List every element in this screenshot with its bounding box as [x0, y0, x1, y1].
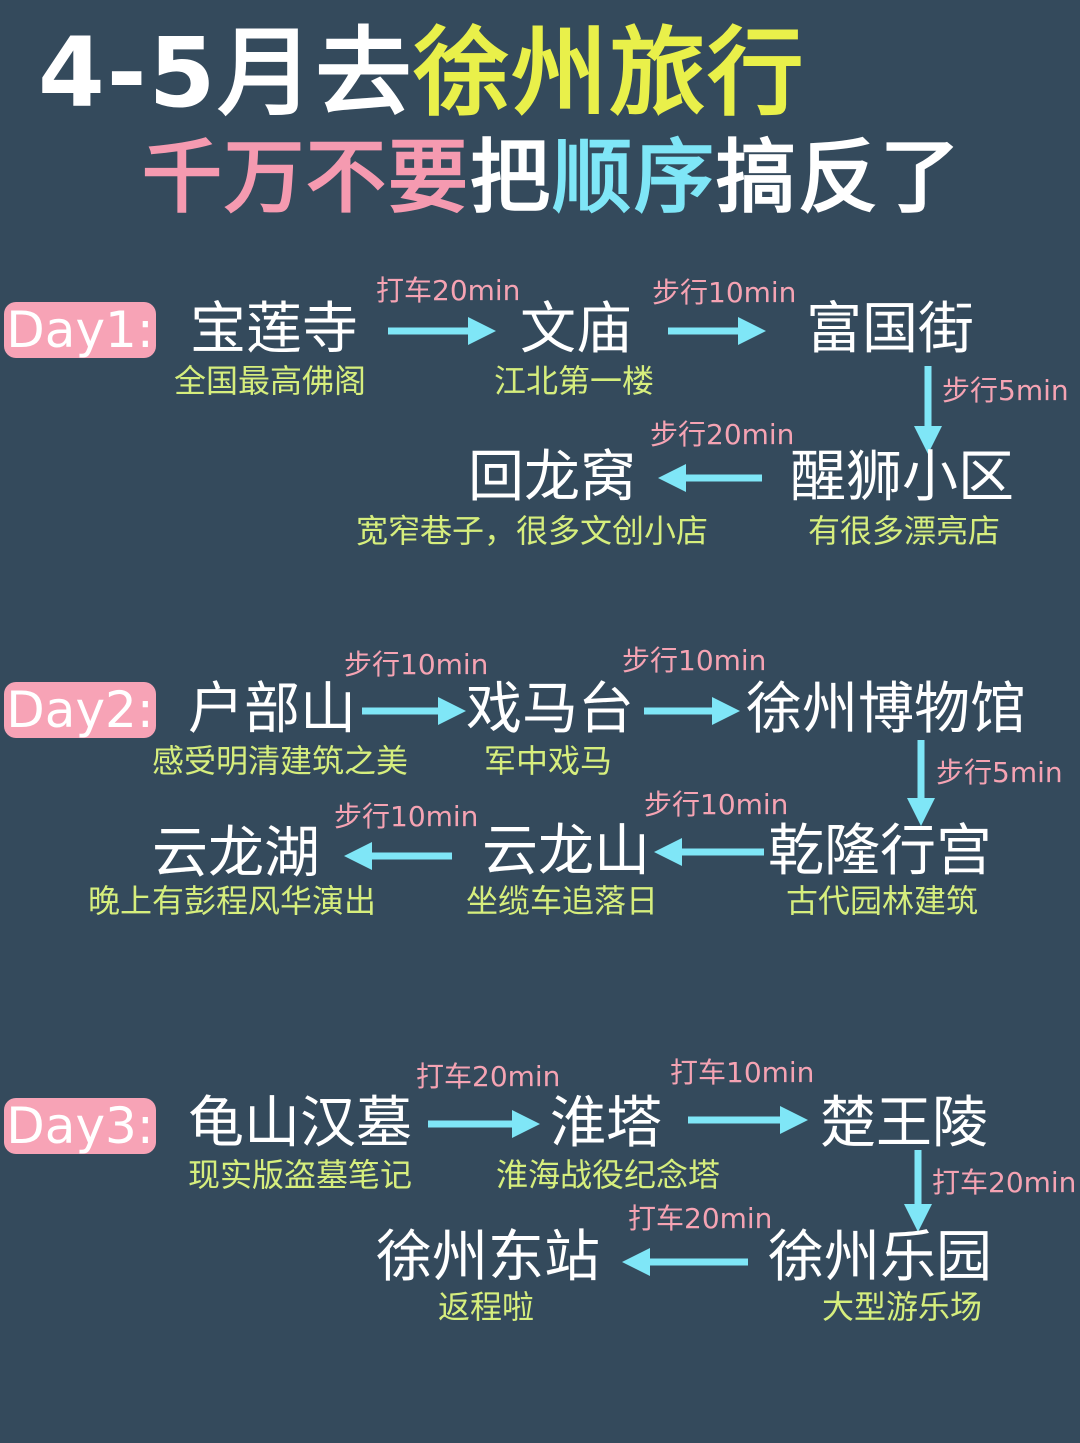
- day3-note-5: 返程啦: [438, 1288, 535, 1326]
- day1-transport-2: 步行10min: [652, 276, 797, 309]
- day2-note-6: 晚上有彭程风华演出: [88, 882, 377, 920]
- day1-place-fuguo-street: 富国街: [806, 297, 974, 362]
- day1-note-4: 有很多漂亮店: [808, 512, 1001, 550]
- day3-transport-1: 打车20min: [416, 1060, 561, 1093]
- day1-badge: Day1:: [4, 302, 156, 358]
- day2-badge: Day2:: [4, 682, 156, 738]
- day3-badge: Day3:: [4, 1098, 156, 1154]
- day2-place-hubu-hill: 户部山: [188, 677, 356, 742]
- title-part-yellow: 徐州旅行: [413, 17, 806, 129]
- day1-note-2: 江北第一楼: [494, 362, 655, 400]
- day3-place-chuwang-tomb: 楚王陵: [820, 1091, 988, 1156]
- day1-place-baolian-temple: 宝莲寺: [190, 297, 358, 362]
- day2-note-2: 军中戏马: [484, 742, 613, 780]
- day2-note-1: 感受明清建筑之美: [152, 742, 409, 780]
- day3-note-1: 现实版盗墓笔记: [188, 1156, 413, 1194]
- day3-place-xuzhou-east-station: 徐州东站: [376, 1225, 600, 1290]
- day3-transport-3: 打车20min: [932, 1166, 1077, 1199]
- day1-transport-3: 步行5min: [942, 374, 1069, 407]
- page-subtitle: 千万不要把顺序搞反了: [142, 128, 962, 228]
- day2-place-qianlong-palace: 乾隆行宫: [768, 819, 992, 884]
- day3-transport-2: 打车10min: [670, 1056, 815, 1089]
- subtitle-part-pink: 千万不要: [142, 131, 470, 224]
- day3-note-2: 淮海战役纪念塔: [496, 1156, 721, 1194]
- day3-note-4: 大型游乐场: [822, 1288, 983, 1326]
- day1-transport-1: 打车20min: [376, 274, 521, 307]
- day3-place-guishan-tomb: 龟山汉墓: [188, 1091, 412, 1156]
- day2-transport-1: 步行10min: [344, 648, 489, 681]
- day1-place-xingshi-community: 醒狮小区: [790, 445, 1014, 510]
- day2-place-ximatai: 戏马台: [466, 677, 634, 742]
- day3-transport-4: 打车20min: [628, 1202, 773, 1235]
- day1-note-5: 宽窄巷子，很多文创小店: [356, 512, 709, 550]
- day2-place-xuzhou-museum: 徐州博物馆: [746, 677, 1026, 742]
- subtitle-part-white-a: 把: [470, 131, 552, 224]
- subtitle-part-white-b: 搞反了: [716, 131, 962, 224]
- day3-place-xuzhou-paradise: 徐州乐园: [768, 1225, 992, 1290]
- title-part-white: 4-5月去: [38, 17, 414, 129]
- day2-transport-3: 步行5min: [936, 756, 1063, 789]
- day1-place-confucius-temple: 文庙: [520, 297, 632, 362]
- day3-place-huaita: 淮塔: [550, 1091, 662, 1156]
- day2-note-5: 坐缆车追落日: [466, 882, 659, 920]
- day2-note-4: 古代园林建筑: [786, 882, 979, 920]
- day1-transport-4: 步行20min: [650, 418, 795, 451]
- page-title: 4-5月去徐州旅行: [38, 18, 805, 128]
- subtitle-part-blue: 顺序: [552, 131, 716, 224]
- day2-transport-4: 步行10min: [644, 788, 789, 821]
- day2-transport-2: 步行10min: [622, 644, 767, 677]
- day1-place-huilongwo: 回龙窝: [468, 445, 636, 510]
- day2-transport-5: 步行10min: [334, 800, 479, 833]
- day2-place-yunlong-hill: 云龙山: [482, 819, 650, 884]
- day1-note-1: 全国最高佛阁: [174, 362, 367, 400]
- day2-place-yunlong-lake: 云龙湖: [152, 821, 320, 886]
